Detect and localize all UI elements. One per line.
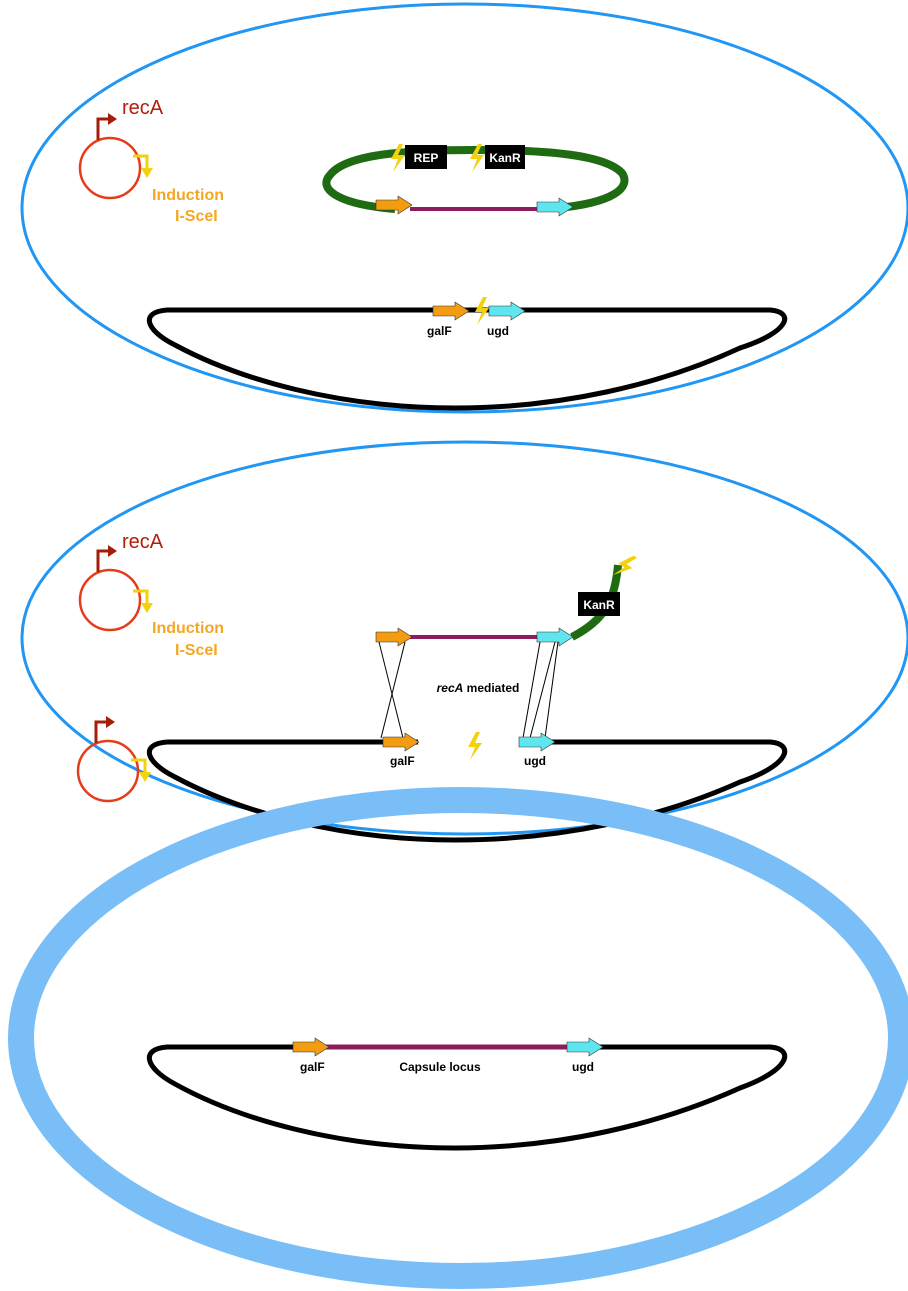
induction-promoter-icon	[131, 758, 147, 776]
ugd-arrow	[518, 732, 556, 752]
donor-plasmid: REP KanR	[322, 144, 629, 217]
kanr-label: KanR	[489, 151, 521, 165]
recA-promoter-icon	[94, 720, 110, 743]
induction-label: Induction	[152, 187, 224, 204]
panel-1-before-recombination: recA Induction I-SceI REP KanR galF ugd	[20, 2, 908, 414]
rep-box	[405, 145, 447, 169]
recombination-mechanism-label: recA mediated	[437, 681, 520, 695]
recA-label: recA	[122, 97, 164, 119]
induction-promoter-icon	[133, 589, 149, 607]
capsule-locus-label: Capsule locus	[399, 1060, 481, 1074]
cell-membrane	[20, 2, 908, 414]
helper-plasmid-circle	[76, 739, 140, 803]
ugd-label: ugd	[487, 324, 509, 338]
helper-plasmid	[76, 716, 151, 803]
cut-site-icon	[391, 144, 405, 172]
galF-arrow	[382, 732, 420, 752]
ugd-homology-arrow	[536, 197, 574, 217]
linearized-donor: KanR	[375, 551, 639, 647]
recA-promoter-icon	[96, 117, 112, 140]
galF-label: galF	[300, 1060, 325, 1074]
isceI-label: I-SceI	[175, 642, 218, 659]
crossover-lines	[378, 641, 559, 739]
induction-label: Induction	[152, 620, 224, 637]
ugd-arrow	[566, 1037, 604, 1057]
kanr-box	[578, 592, 620, 616]
capsule-layer	[8, 787, 908, 1289]
chromosome-loop	[146, 1044, 788, 1151]
helper-plasmid-circle	[78, 568, 142, 632]
chromosome: galF Capsule locus ugd	[146, 1037, 788, 1151]
kanr-box	[485, 145, 525, 169]
chromosome: galF ugd	[146, 732, 788, 843]
galF-label: galF	[390, 754, 415, 768]
galF-homology-arrow	[375, 627, 413, 647]
cut-site-icon	[468, 732, 482, 760]
galF-arrow	[292, 1037, 330, 1057]
chromosome: galF ugd	[146, 297, 788, 411]
panel-3-after-integration: galF Capsule locus ugd	[8, 716, 908, 1289]
recA-label: recA	[122, 531, 164, 553]
panel-2-recombination: recA Induction I-SceI KanR recA mediated	[20, 440, 908, 843]
helper-plasmid: recA Induction I-SceI	[78, 531, 224, 659]
galF-arrow	[432, 301, 470, 321]
chromosome-loop	[146, 739, 788, 843]
chromosome-loop	[146, 307, 788, 411]
helper-plasmid: recA Induction I-SceI	[78, 97, 224, 225]
kanr-label: KanR	[583, 598, 615, 612]
recA-promoter-icon	[96, 549, 112, 572]
isceI-label: I-SceI	[175, 208, 218, 225]
rep-label: REP	[414, 151, 439, 165]
ugd-label: ugd	[524, 754, 546, 768]
helper-plasmid-circle	[78, 136, 142, 200]
ugd-label: ugd	[572, 1060, 594, 1074]
cell-membrane	[20, 440, 908, 836]
induction-promoter-icon	[133, 154, 149, 172]
galF-label: galF	[427, 324, 452, 338]
ugd-arrow	[488, 301, 526, 321]
